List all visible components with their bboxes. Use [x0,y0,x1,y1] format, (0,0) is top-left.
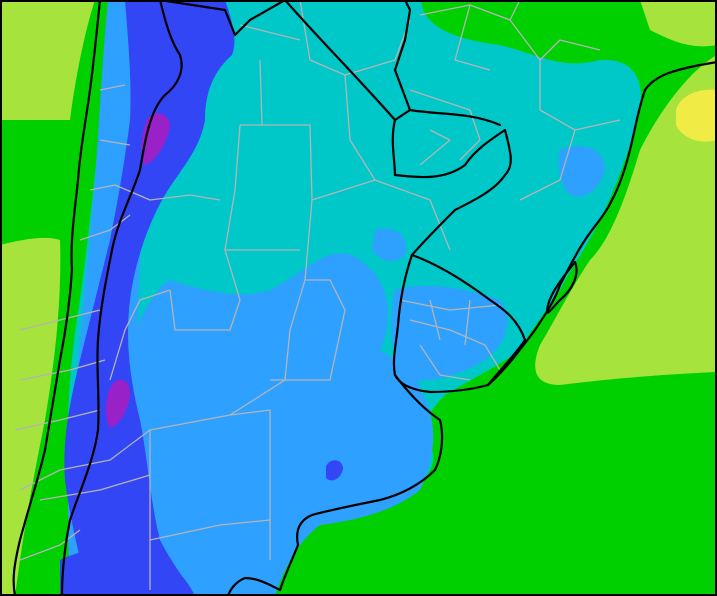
field-cyan-north [330,0,424,56]
country-borders [12,0,717,596]
province-borders [14,0,621,590]
field-light-blue-brazil [558,146,605,197]
field-blue-dot-south [326,460,343,481]
field-light-green-northeast [640,0,717,47]
field-light-blue-uruguay [391,285,508,381]
field-light-blue-south [115,253,434,596]
field-light-green-north-pacific [0,0,95,120]
field-light-green-atlantic [535,55,717,385]
field-yellow [676,89,717,142]
field-light-green-pacific [0,237,61,596]
field-blue-andes [64,0,235,596]
field-light-blue-central [372,228,406,262]
field-blue-patagonia [60,547,195,596]
field-purple-central [106,379,130,428]
